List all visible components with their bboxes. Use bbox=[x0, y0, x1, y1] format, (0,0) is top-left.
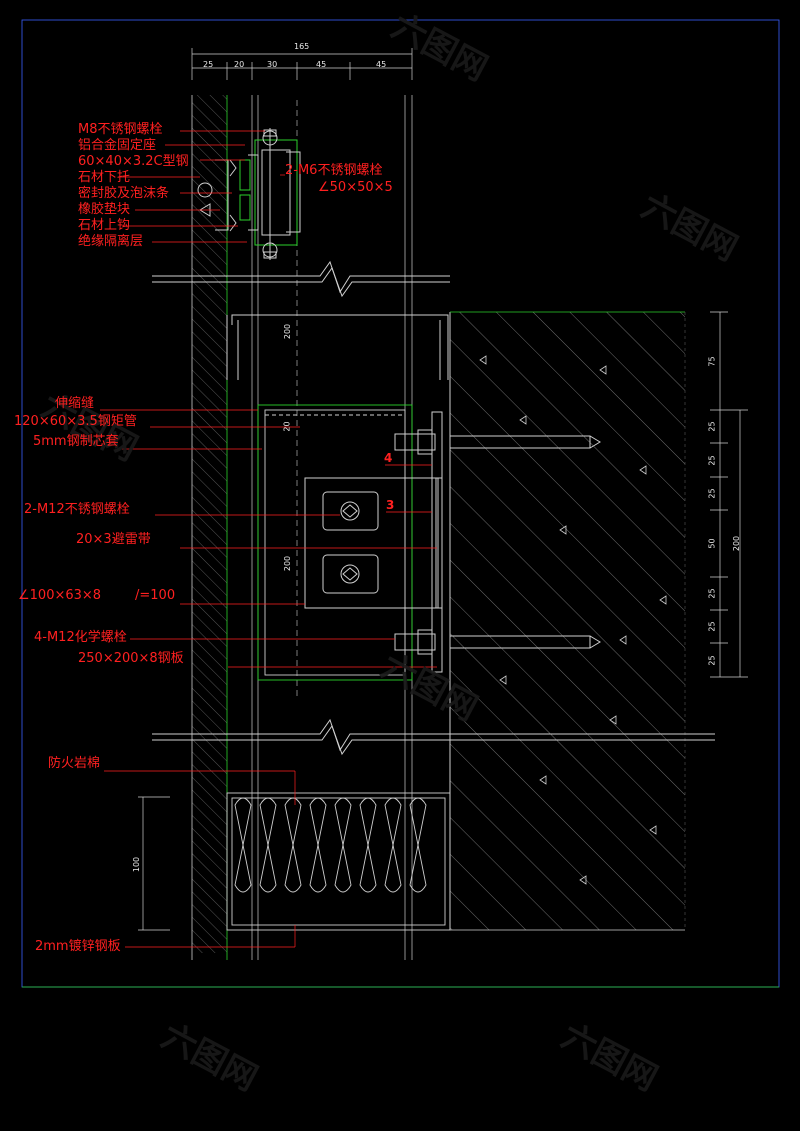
dim-tube-bottom: 200 bbox=[283, 555, 293, 572]
dim-right-top: 75 bbox=[707, 356, 717, 367]
label-rubber-pad: 橡胶垫块 bbox=[78, 202, 131, 217]
dim-right-seg-4: 50 bbox=[707, 538, 717, 549]
top-dimension-chain bbox=[191, 48, 413, 80]
callout-3: 3 bbox=[386, 498, 395, 512]
label-aluminum-base: 铝合金固定座 bbox=[78, 138, 157, 153]
dim-seg-3: 30 bbox=[267, 60, 278, 69]
label-expansion-joint: 伸缩缝 bbox=[55, 396, 95, 411]
label-m6-bolt: 2-M6不锈钢螺栓 bbox=[285, 163, 383, 178]
label-steel-plate: 250×200×8钢板 bbox=[78, 651, 184, 666]
label-angle-100: ∠100×63×8 bbox=[18, 588, 102, 603]
callout-4: 4 bbox=[384, 451, 393, 465]
label-fire-rockwool: 防火岩棉 bbox=[48, 756, 101, 771]
concrete-wall bbox=[449, 311, 686, 931]
dim-seg-2: 20 bbox=[234, 60, 245, 69]
break-line-top bbox=[152, 260, 450, 298]
label-m8-bolt: M8不锈钢螺栓 bbox=[78, 122, 163, 137]
dim-right-seg-2: 25 bbox=[707, 455, 717, 466]
right-dimension-chain bbox=[710, 311, 748, 678]
label-sealant-foam: 密封胶及泡沫条 bbox=[78, 186, 170, 201]
leader-lines bbox=[100, 130, 437, 948]
label-steel-sleeve: 5mm钢制芯套 bbox=[33, 434, 119, 449]
label-chemical-bolt: 4-M12化学螺栓 bbox=[34, 630, 127, 645]
label-insulation-layer: 绝缘隔离层 bbox=[78, 234, 144, 249]
dim-right-seg-6: 25 bbox=[707, 621, 717, 632]
dim-right-seg-7: 25 bbox=[707, 655, 717, 666]
dim-seg-4: 45 bbox=[316, 60, 327, 69]
label-lightning-strip: 20×3避雷带 bbox=[76, 532, 151, 547]
dim-total-top: 165 bbox=[294, 42, 310, 51]
dim-seg-5: 45 bbox=[376, 60, 387, 69]
label-c-channel: 60×40×3.2C型钢 bbox=[78, 154, 189, 169]
dim-right-total: 200 bbox=[732, 535, 742, 552]
label-steel-tube: 120×60×3.5钢矩管 bbox=[14, 414, 137, 429]
dim-right-seg-5: 25 bbox=[707, 588, 717, 599]
label-length-100: /=100 bbox=[135, 588, 176, 603]
fire-insulation bbox=[226, 792, 451, 931]
angle-plate bbox=[304, 411, 443, 673]
label-stone-top-hook: 石材上钩 bbox=[78, 218, 131, 233]
dim-tube-gap: 20 bbox=[282, 421, 292, 432]
left-dimension bbox=[138, 796, 170, 931]
label-m12-bolt: 2-M12不锈钢螺栓 bbox=[24, 502, 130, 517]
dim-tube-top: 200 bbox=[283, 323, 293, 340]
dim-right-seg-3: 25 bbox=[707, 488, 717, 499]
c-channel bbox=[226, 314, 449, 380]
label-angle-50: ∠50×50×5 bbox=[318, 180, 393, 195]
label-galvanized-plate: 2mm镀锌钢板 bbox=[35, 939, 121, 954]
dim-right-seg-1: 25 bbox=[707, 421, 717, 432]
label-stone-bottom-holder: 石材下托 bbox=[78, 170, 131, 185]
steel-tube bbox=[257, 404, 413, 681]
break-line-bottom bbox=[152, 718, 715, 756]
dim-insulation-height: 100 bbox=[132, 856, 142, 873]
chemical-anchors bbox=[394, 429, 601, 655]
dim-seg-1: 25 bbox=[203, 60, 214, 69]
stone-panel bbox=[191, 95, 228, 960]
